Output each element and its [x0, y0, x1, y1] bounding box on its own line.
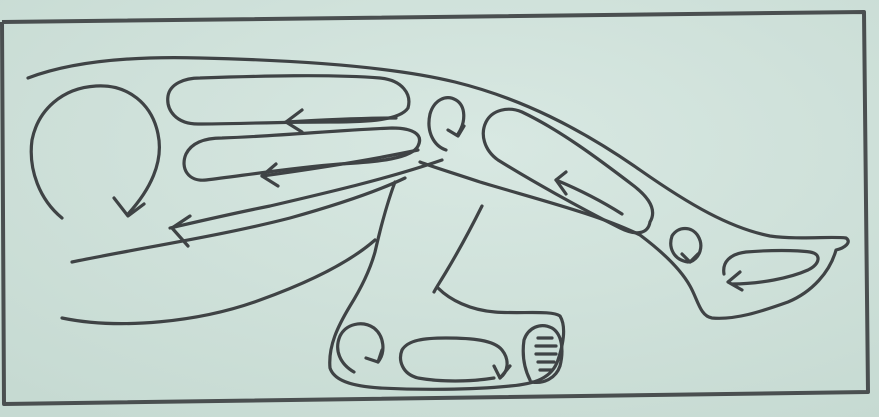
leg-circulation-diagram: [0, 0, 879, 417]
diagram-stage: [0, 0, 879, 417]
